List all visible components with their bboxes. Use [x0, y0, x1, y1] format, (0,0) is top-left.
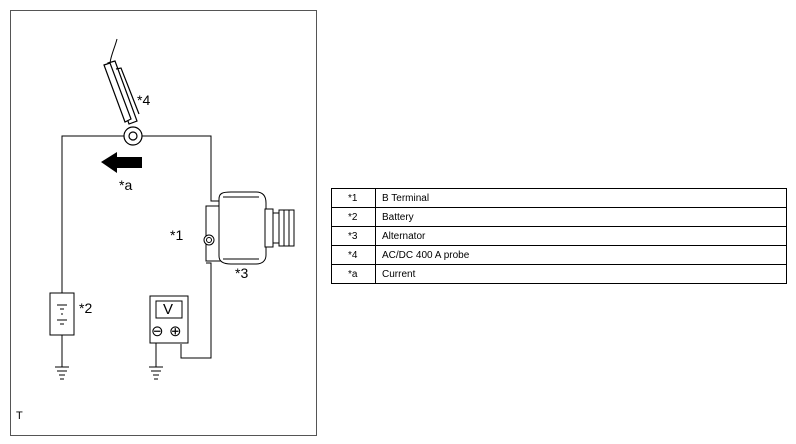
legend-row: *1 B Terminal: [331, 188, 787, 208]
legend-row: *4 AC/DC 400 A probe: [331, 245, 787, 265]
voltmeter-icon: [149, 295, 189, 367]
legend-key: *3: [331, 226, 376, 246]
callout-battery: *2: [79, 300, 93, 316]
voltmeter-v-label: V: [163, 301, 174, 318]
legend-key: *a: [331, 264, 376, 284]
circuit-drawing: [49, 38, 295, 380]
current-arrow-icon: [101, 152, 142, 173]
alternator-icon: [203, 191, 295, 265]
legend-table: *1 B Terminal *2 Battery *3 Alternator *…: [331, 188, 787, 284]
legend-key: *1: [331, 188, 376, 208]
ground-icon: [55, 366, 69, 380]
callout-alternator: *3: [235, 265, 249, 281]
legend-key: *4: [331, 245, 376, 265]
legend-desc: AC/DC 400 A probe: [375, 245, 787, 265]
voltmeter-minus-terminal: ⊖: [151, 323, 164, 340]
legend-desc: Alternator: [375, 226, 787, 246]
legend-key: *2: [331, 207, 376, 227]
battery-icon: [49, 292, 75, 367]
callout-current: *a: [119, 177, 133, 193]
legend-desc: Battery: [375, 207, 787, 227]
circuit-wire: [61, 135, 222, 366]
legend-row: *a Current: [331, 264, 787, 284]
callout-probe: *4: [137, 92, 151, 108]
legend-row: *3 Alternator: [331, 226, 787, 246]
wiring-diagram: V ⊖ ⊕ *4 *a *1 *3 *2 T: [10, 10, 317, 436]
corner-mark: T: [16, 410, 23, 422]
legend-desc: B Terminal: [375, 188, 787, 208]
probe-cable: [109, 38, 118, 64]
clamp-probe-icon: [103, 60, 143, 146]
callout-b-terminal: *1: [170, 227, 184, 243]
ground-icon: [149, 366, 163, 380]
voltmeter-plus-terminal: ⊕: [169, 323, 182, 340]
legend-desc: Current: [375, 264, 787, 284]
legend-row: *2 Battery: [331, 207, 787, 227]
